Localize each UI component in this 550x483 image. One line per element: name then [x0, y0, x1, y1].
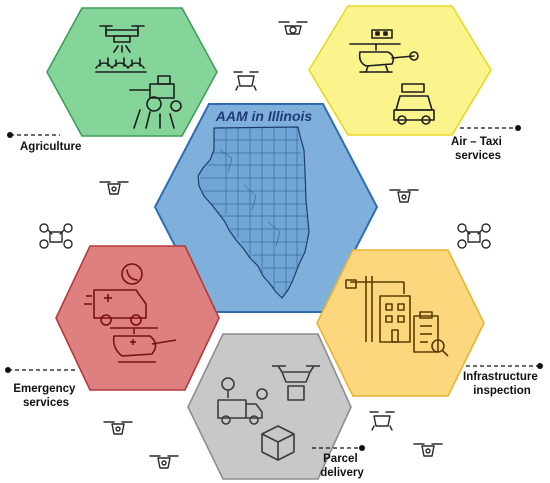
quadcopter-icon — [39, 223, 73, 249]
drone-icon — [389, 189, 419, 203]
checklist-icon — [413, 311, 449, 357]
phone-icon — [121, 263, 143, 285]
delivery-van-icon — [217, 377, 268, 425]
label-agriculture: Agriculture — [20, 141, 81, 153]
parcel-box-icon — [261, 425, 295, 461]
drone-icon — [278, 21, 308, 35]
spray-drone-icon — [99, 25, 145, 53]
leader-dot — [5, 367, 11, 373]
leader-dot — [7, 132, 13, 138]
hex-infrastructure — [316, 249, 485, 397]
crane-icon — [345, 276, 405, 342]
crop-rows-icon — [95, 57, 147, 73]
hex-air-taxi — [308, 5, 492, 136]
drone-icon — [149, 455, 179, 469]
helicopter-icon — [349, 43, 419, 73]
label-air-taxi: Air – Taxi services — [451, 136, 505, 162]
center-title: AAM in Illinois — [215, 108, 313, 124]
drone-icon — [369, 411, 395, 431]
drone-icon — [103, 421, 133, 435]
quadcopter-icon — [457, 223, 491, 249]
taxi-car-icon — [393, 83, 435, 125]
building-icon — [379, 295, 411, 343]
drone-icon — [413, 443, 443, 457]
label-infrastructure: Infrastructure inspection — [463, 371, 541, 397]
tractor-icon — [129, 75, 182, 129]
medical-helicopter-icon — [110, 327, 177, 363]
label-parcel: Parcel delivery — [320, 453, 364, 479]
drone-icon — [99, 181, 129, 195]
taxi-sign-icon — [371, 29, 393, 39]
ambulance-icon — [84, 289, 147, 326]
illinois-map — [197, 126, 310, 299]
leader-dot — [537, 363, 543, 369]
leader-dot — [359, 445, 365, 451]
delivery-drone-icon — [272, 365, 320, 401]
leader-dot — [515, 125, 521, 131]
drone-icon — [233, 71, 259, 91]
label-emergency: Emergency services — [13, 383, 78, 409]
